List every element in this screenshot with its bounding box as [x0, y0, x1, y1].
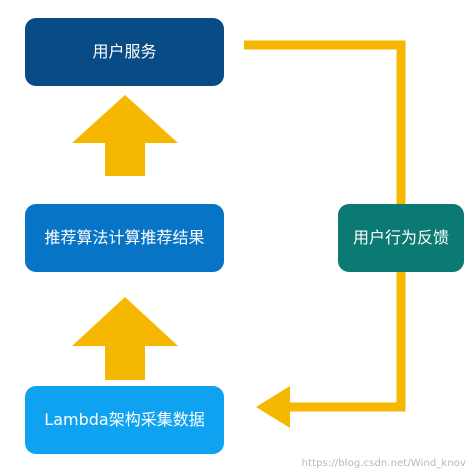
- feedback-loop-line: [244, 40, 406, 204]
- recommend-result-box: 推荐算法计算推荐结果: [25, 204, 224, 272]
- user-service-box: 用户服务: [25, 18, 224, 86]
- up-arrow-lower: [72, 297, 178, 380]
- user-feedback-label: 用户行为反馈: [352, 228, 449, 247]
- recommend-result-label: 推荐算法计算推荐结果: [44, 228, 205, 247]
- watermark-text: https://blog.csdn.net/Wind_knov: [301, 458, 466, 469]
- lambda-collect-box: Lambda架构采集数据: [25, 386, 224, 454]
- user-service-label: 用户服务: [92, 42, 157, 61]
- left-arrow-head: [256, 386, 290, 428]
- up-arrow-upper: [72, 95, 178, 176]
- feedback-return-line: [286, 272, 406, 412]
- user-feedback-box: 用户行为反馈: [338, 204, 464, 272]
- lambda-collect-label: Lambda架构采集数据: [44, 410, 205, 429]
